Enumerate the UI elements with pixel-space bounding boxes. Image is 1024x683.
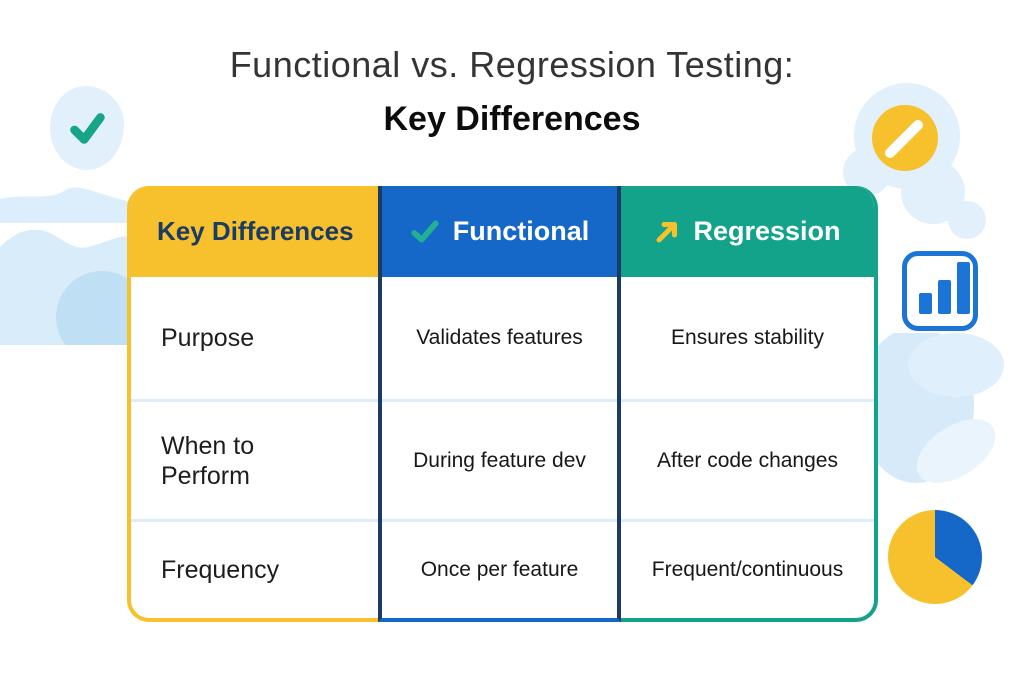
cell-functional-frequency: Once per feature — [382, 519, 617, 618]
check-icon — [70, 113, 105, 144]
header-functional: Functional — [382, 186, 617, 277]
row-label-frequency: Frequency — [131, 519, 378, 618]
row-label-purpose: Purpose — [161, 324, 255, 352]
cloud-blob-left — [0, 187, 135, 345]
bar-small — [919, 293, 932, 314]
cell-functional-when: During feature dev — [382, 399, 617, 519]
cell-functional-purpose: Validates features — [416, 326, 583, 349]
pencil-badge — [843, 83, 986, 239]
arrow-up-right-icon — [656, 221, 678, 242]
header-regression-label: Regression — [693, 216, 841, 246]
cell-regression-when: After code changes — [621, 399, 874, 519]
column-regression: Regression Ensures stability After code … — [621, 186, 878, 622]
check-icon — [411, 219, 439, 242]
title-line-2: Key Differences — [383, 100, 641, 138]
pencil-icon — [885, 120, 923, 158]
comparison-table: Key Differences Purpose When to Perform … — [127, 186, 878, 622]
column-key-differences: Key Differences Purpose When to Perform … — [127, 186, 378, 622]
bar-medium — [938, 280, 951, 314]
cell-regression-frequency: Frequent/continuous — [621, 519, 874, 618]
header-regression: Regression — [621, 186, 874, 277]
bar-large — [957, 262, 970, 314]
pie-chart — [888, 510, 982, 604]
title-line-1: Functional vs. Regression Testing: — [229, 44, 795, 85]
header-functional-label: Functional — [452, 216, 590, 246]
page-title: Functional vs. Regression Testing: Key D… — [0, 44, 1024, 139]
cell-regression-purpose: Ensures stability — [671, 326, 824, 349]
checkmark-badge — [50, 86, 124, 170]
row-label-when-to-perform: When to Perform — [131, 399, 378, 519]
column-functional: Functional Validates features During fea… — [378, 186, 621, 622]
header-key-differences: Key Differences — [131, 186, 378, 277]
blob-right — [878, 333, 1004, 483]
bar-chart-icon — [902, 251, 978, 331]
